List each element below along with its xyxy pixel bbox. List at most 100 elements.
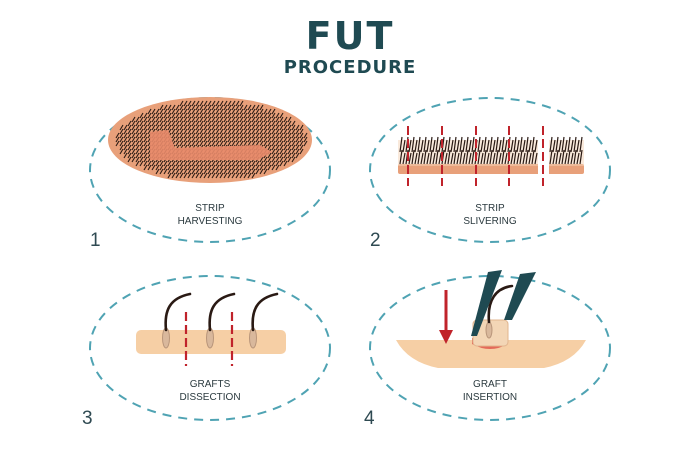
hair-stroke: [211, 116, 216, 123]
hair-stroke: [179, 164, 184, 171]
hair-stroke: [498, 152, 502, 165]
hair-stroke: [576, 152, 580, 165]
hair-stroke: [259, 164, 264, 171]
hair-stroke: [143, 164, 148, 171]
hair-stroke: [183, 132, 188, 139]
hair-stroke: [259, 124, 264, 131]
hair-stroke: [435, 149, 439, 165]
hair-stroke: [143, 116, 148, 123]
hair-stroke: [411, 136, 415, 153]
hair-stroke: [570, 152, 574, 165]
hair-stroke: [299, 124, 304, 131]
hair-stroke: [191, 116, 196, 123]
hair-stroke: [219, 136, 224, 143]
step-4-label-line2: INSERTION: [462, 392, 518, 403]
hair-stroke: [303, 132, 308, 139]
hair-stroke: [291, 144, 296, 151]
hair-stroke: [143, 140, 148, 147]
hair-stroke: [283, 160, 288, 167]
hair-stroke: [483, 149, 487, 165]
hair-stroke: [271, 108, 276, 115]
hair-stroke: [199, 100, 204, 107]
hair-stroke: [243, 168, 248, 175]
step-3-label-line1: GRAFTS: [189, 379, 231, 390]
hair-stroke: [131, 140, 136, 147]
hair-stroke: [191, 124, 196, 131]
hair-stroke: [295, 144, 300, 151]
hair-stroke: [444, 139, 448, 153]
hair-stroke: [203, 160, 208, 167]
hair-stroke: [155, 112, 160, 119]
hair-stroke: [227, 128, 232, 135]
hair-stroke: [279, 112, 284, 119]
hair-stroke: [287, 116, 292, 123]
hair-stroke: [175, 132, 180, 139]
hair-stroke: [179, 124, 184, 131]
hair-stroke: [179, 120, 184, 127]
hair-stroke: [459, 149, 463, 165]
hair-stroke: [414, 139, 418, 153]
hair-stroke: [199, 108, 204, 115]
hair-stroke: [275, 144, 280, 151]
hair-stroke: [275, 148, 280, 155]
hair-stroke: [187, 164, 192, 171]
hair-stroke: [459, 136, 463, 153]
hair-stroke: [486, 152, 490, 165]
hair-stroke: [495, 136, 499, 153]
hair-stroke: [279, 148, 284, 155]
hair-stroke: [251, 124, 256, 131]
hair-stroke: [259, 156, 264, 163]
hair-stroke: [159, 168, 164, 175]
hair-stroke: [247, 124, 252, 131]
step-1-label-line2: HARVESTING: [177, 216, 243, 227]
hair-stroke: [127, 152, 132, 159]
hair-stroke: [243, 172, 248, 179]
hair-stroke: [127, 156, 132, 163]
hair-stroke: [271, 144, 276, 151]
hair-stroke: [171, 160, 176, 167]
hair-stroke: [215, 160, 220, 167]
hair-stroke: [155, 168, 160, 175]
hair-stroke: [139, 148, 144, 155]
hair-stroke: [291, 120, 296, 127]
hair-stroke: [175, 124, 180, 131]
hair-stroke: [203, 172, 208, 179]
hair-stroke: [155, 120, 160, 127]
hair-stroke: [195, 112, 200, 119]
hair-stroke: [243, 160, 248, 167]
hair-stroke: [131, 148, 136, 155]
hair-stroke: [123, 132, 128, 139]
hair-stroke: [510, 139, 514, 153]
hair-stroke: [267, 152, 272, 159]
hair-stroke: [263, 164, 268, 171]
hair-stroke: [135, 116, 140, 123]
hair-stroke: [561, 149, 565, 165]
hair-stroke: [408, 139, 412, 153]
hair-stroke: [227, 132, 232, 139]
hair-stroke: [239, 172, 244, 179]
hair-stroke: [519, 149, 523, 165]
hair-stroke: [283, 132, 288, 139]
hair-stroke: [295, 140, 300, 147]
hair-stroke: [135, 148, 140, 155]
hair-stroke: [239, 136, 244, 143]
hair-stroke: [215, 112, 220, 119]
forceps-icon: [504, 272, 536, 320]
hair-stroke: [444, 152, 448, 165]
hair-stroke: [295, 136, 300, 143]
hair-stroke: [223, 120, 228, 127]
follicle: [249, 292, 279, 349]
hair-stroke: [239, 100, 244, 107]
hair-stroke: [480, 139, 484, 153]
hair-stroke: [528, 139, 532, 153]
hair-stroke: [279, 156, 284, 163]
hair-stroke: [123, 128, 128, 135]
hair-stroke: [123, 140, 128, 147]
hair-stroke: [147, 120, 152, 127]
hair-stroke: [171, 136, 176, 143]
hair-stroke: [263, 120, 268, 127]
hair-stroke: [492, 152, 496, 165]
hair-stroke: [179, 128, 184, 135]
hair-stroke: [187, 168, 192, 175]
hair-stroke: [271, 160, 276, 167]
